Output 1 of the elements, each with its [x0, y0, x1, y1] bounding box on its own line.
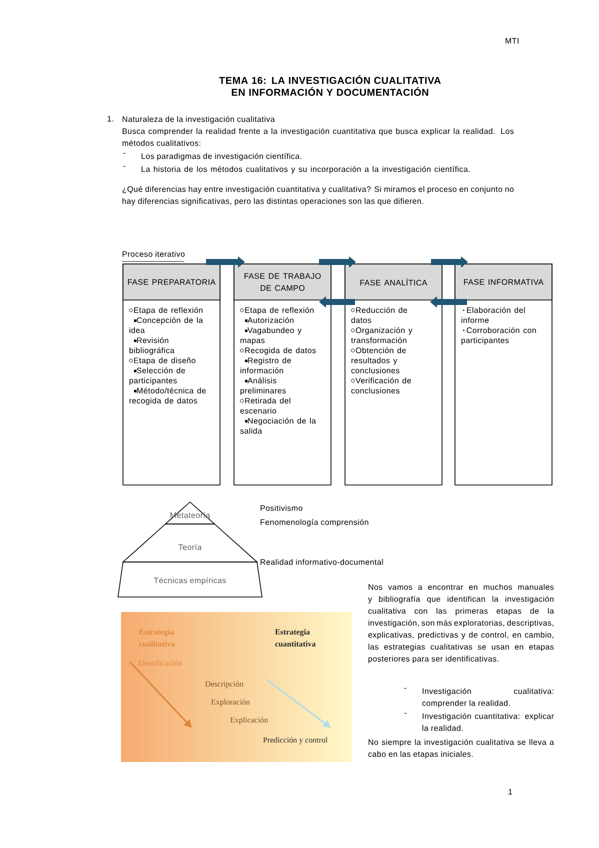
- title: TEMA 16: LA INVESTIGACIÓN CUALITATIVA EN INFORMACIÓN Y DOCUMENTACIÓN: [219, 75, 441, 96]
